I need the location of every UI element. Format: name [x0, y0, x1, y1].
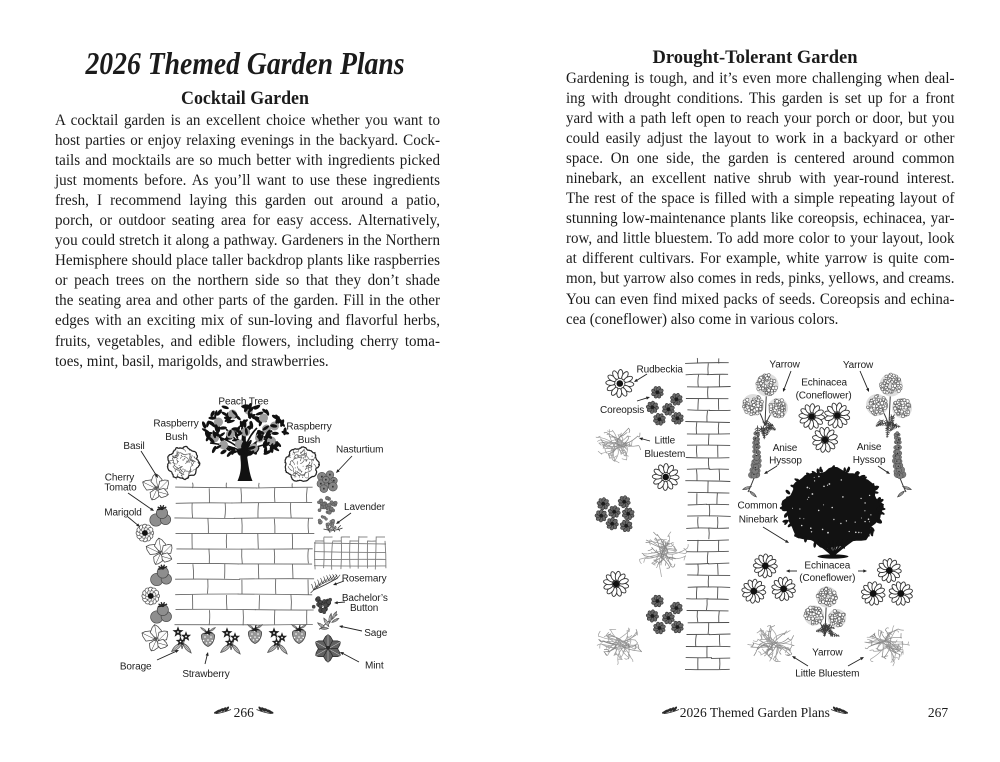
svg-text:Raspberry: Raspberry: [286, 422, 331, 433]
svg-text:Yarrow: Yarrow: [769, 359, 800, 370]
svg-text:Echinacea: Echinacea: [801, 378, 847, 389]
svg-text:(Coneflower): (Coneflower): [796, 391, 852, 402]
svg-text:Strawberry: Strawberry: [182, 669, 229, 680]
svg-text:Echinacea: Echinacea: [804, 561, 850, 572]
svg-text:Basil: Basil: [123, 441, 144, 452]
svg-text:Rosemary: Rosemary: [342, 574, 387, 585]
svg-text:Borage: Borage: [120, 661, 152, 672]
svg-text:Hyssop: Hyssop: [769, 456, 802, 467]
svg-text:Lavender: Lavender: [344, 502, 386, 513]
svg-text:Little: Little: [655, 436, 676, 447]
svg-text:Nasturtium: Nasturtium: [336, 445, 383, 456]
svg-text:Bush: Bush: [165, 432, 187, 443]
svg-text:Button: Button: [350, 603, 378, 614]
svg-text:Mint: Mint: [365, 661, 384, 672]
svg-text:Bachelor’s: Bachelor’s: [342, 593, 388, 604]
svg-text:Peach Tree: Peach Tree: [218, 397, 269, 408]
svg-text:Bluestem: Bluestem: [644, 449, 685, 460]
svg-text:Yarrow: Yarrow: [843, 360, 874, 371]
svg-text:(Coneflower): (Coneflower): [799, 573, 855, 584]
svg-text:Coreopsis: Coreopsis: [600, 405, 644, 416]
svg-text:Anise: Anise: [773, 443, 798, 454]
svg-text:Tomato: Tomato: [104, 483, 137, 494]
svg-text:Anise: Anise: [857, 442, 882, 453]
svg-text:Ninebark: Ninebark: [739, 515, 779, 526]
svg-text:Raspberry: Raspberry: [153, 419, 198, 430]
svg-text:Common: Common: [738, 501, 778, 512]
svg-text:Yarrow: Yarrow: [812, 648, 843, 659]
svg-text:Bush: Bush: [298, 435, 320, 446]
svg-text:Little Bluestem: Little Bluestem: [795, 668, 859, 679]
svg-text:Marigold: Marigold: [104, 508, 142, 519]
svg-text:Cherry: Cherry: [105, 473, 135, 484]
svg-text:Hyssop: Hyssop: [853, 455, 886, 466]
svg-text:Sage: Sage: [364, 628, 387, 639]
svg-text:Rudbeckia: Rudbeckia: [637, 364, 684, 375]
